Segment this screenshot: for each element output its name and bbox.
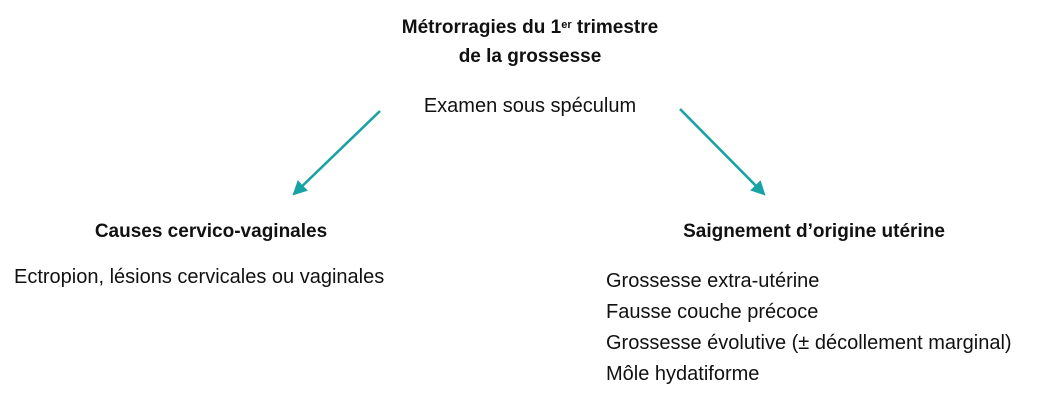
- right-branch-arrow: [679, 108, 766, 196]
- title-ordinal-superscript: er: [561, 19, 572, 32]
- list-item: Grossesse extra-utérine: [606, 270, 820, 292]
- title-line-2: de la grossesse: [458, 46, 602, 67]
- list-item: Grossesse évolutive (± décollement margi…: [606, 332, 1012, 354]
- right-branch-heading: Saignement d’origine utérine: [683, 221, 945, 242]
- title-line1-pre: Métrorragies du 1: [401, 17, 562, 38]
- list-item: Fausse couche précoce: [606, 301, 819, 323]
- right-branch-list: Grossesse extra-utérine Fausse couche pr…: [606, 266, 1012, 390]
- title-line-1: Métrorragies du 1er trimestre: [280, 13, 780, 42]
- diagram-title: Métrorragies du 1er trimestre de la gros…: [280, 13, 780, 71]
- left-branch-heading: Causes cervico-vaginales: [94, 221, 328, 242]
- exam-node-label: Examen sous spéculum: [423, 95, 637, 117]
- left-branch-item: Ectropion, lésions cervicales ou vaginal…: [14, 266, 385, 288]
- left-branch-arrow: [292, 110, 381, 196]
- list-item: Môle hydatiforme: [606, 363, 760, 385]
- title-line1-post: trimestre: [571, 17, 659, 38]
